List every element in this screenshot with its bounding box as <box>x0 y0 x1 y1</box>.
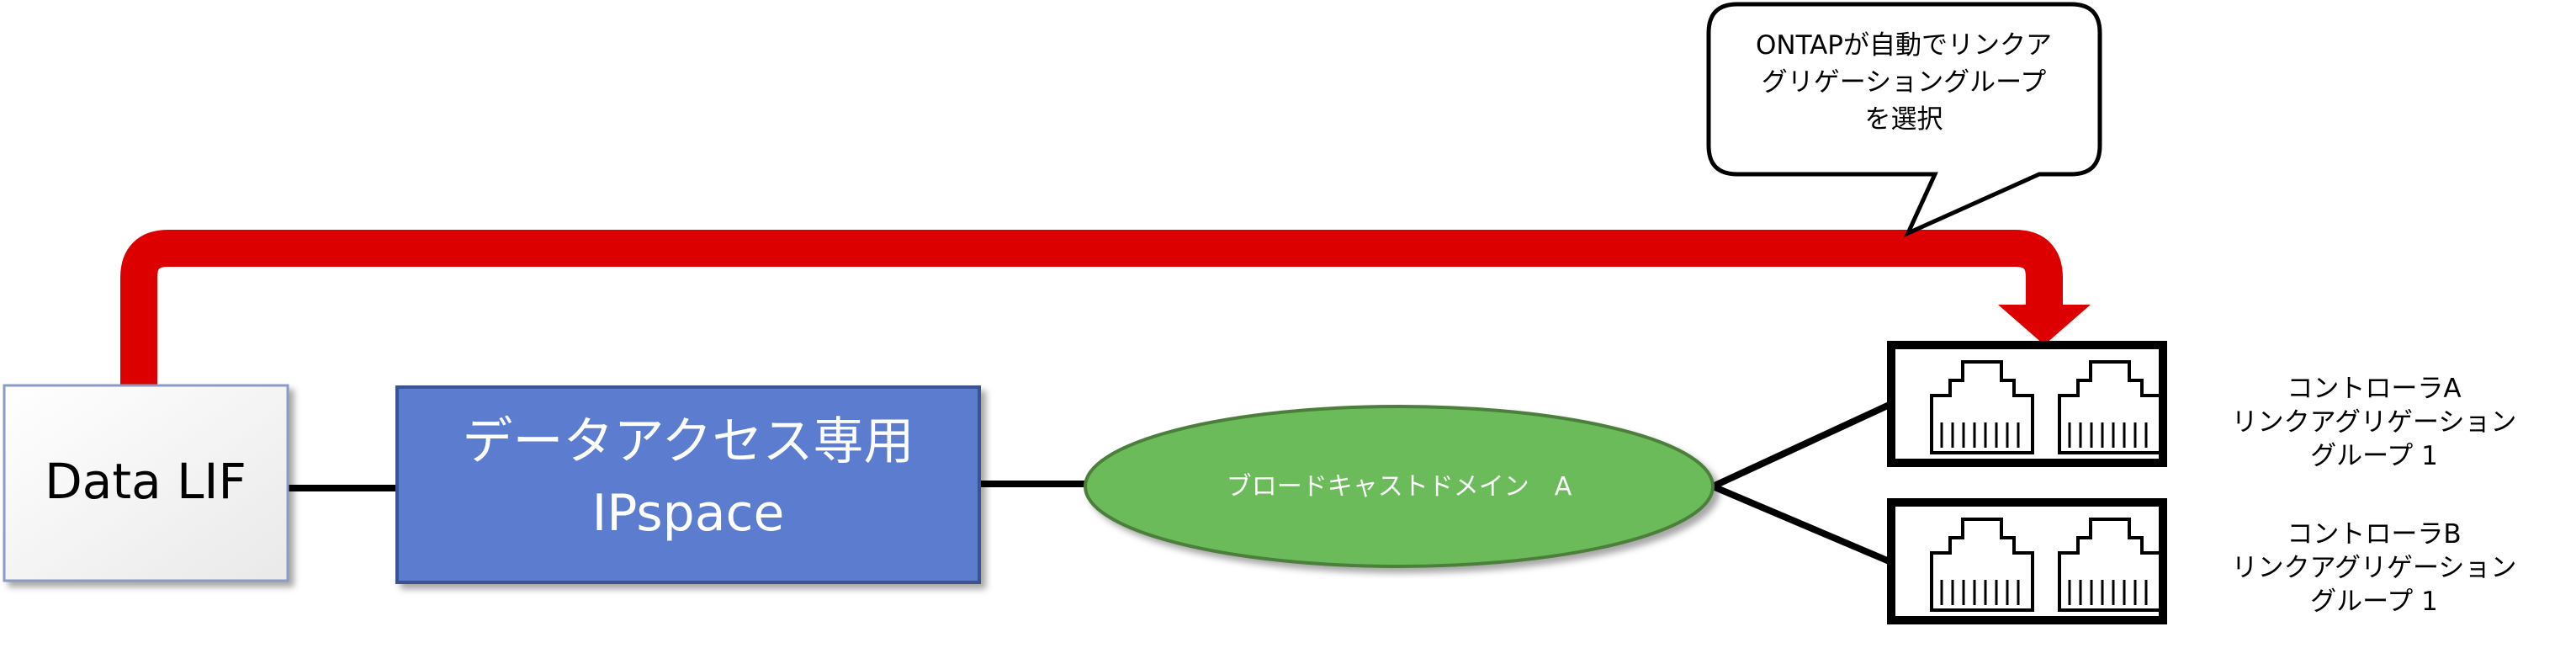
controller-b-line2: リンクアグリゲーション <box>2232 553 2517 583</box>
controller-a-line2: リンクアグリゲーション <box>2232 407 2517 438</box>
controller-a-label: コントローラA リンクアグリゲーション グループ 1 <box>2232 374 2517 471</box>
controller-b-label: コントローラB リンクアグリゲーション グループ 1 <box>2232 519 2517 617</box>
controller-b-line1: コントローラB <box>2287 519 2461 550</box>
ethernet-port-icon <box>2058 518 2162 612</box>
callout-line2: グリゲーショングループ <box>1762 67 2047 98</box>
data-lif-node: Data LIF <box>3 384 289 582</box>
controller-a-port-group <box>1887 341 2167 467</box>
broadcast-domain-node: ブロードキャストドメイン A <box>1084 405 1715 568</box>
ethernet-port-icon <box>1930 518 2034 612</box>
connection-lines <box>288 401 1893 566</box>
data-lif-label: Data LIF <box>45 453 246 510</box>
ipspace-label-line2: IPspace <box>592 484 785 543</box>
ipspace-node: データアクセス専用 IPspace <box>395 385 981 584</box>
auto-select-arrow <box>120 230 2091 385</box>
controller-b-port-group <box>1887 498 2167 624</box>
callout-line1: ONTAPが自動でリンクア <box>1756 30 2052 61</box>
controller-a-line1: コントローラA <box>2287 374 2461 404</box>
ethernet-port-icon <box>1930 360 2034 454</box>
controller-a-line3: グループ 1 <box>2310 441 2438 471</box>
ethernet-port-icon <box>2058 360 2162 454</box>
ipspace-label-line1: データアクセス専用 <box>463 412 914 471</box>
controller-b-line3: グループ 1 <box>2310 587 2438 617</box>
callout-line3: を選択 <box>1865 104 1943 135</box>
callout-bubble: ONTAPが自動でリンクア グリゲーショングループ を選択 <box>1706 2 2102 237</box>
broadcast-controller-b-link <box>1711 483 1893 566</box>
broadcast-controller-a-link <box>1711 401 1893 490</box>
broadcast-domain-label: ブロードキャストドメイン A <box>1227 472 1572 502</box>
